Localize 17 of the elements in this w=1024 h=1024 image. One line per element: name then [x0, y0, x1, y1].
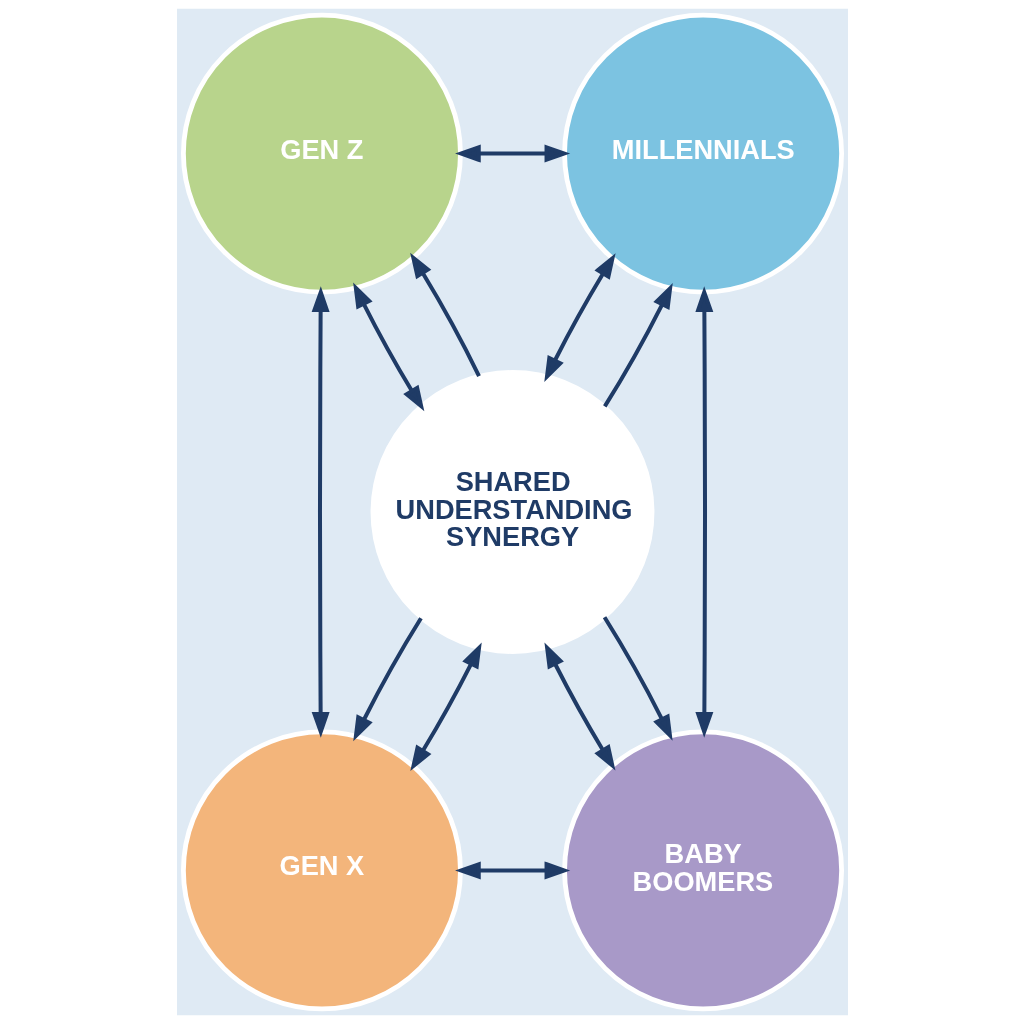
arrow [694, 286, 713, 738]
node-circle: BABY BOOMERS [561, 729, 844, 1012]
arrow [352, 617, 423, 742]
node-circle: GEN X [180, 729, 463, 1012]
arrow [454, 861, 570, 880]
arrow [409, 252, 481, 377]
node-circle: SHARED UNDERSTANDING SYNERGY [370, 370, 654, 654]
arrow [409, 642, 482, 772]
arrow [543, 642, 615, 771]
arrow [454, 144, 570, 163]
arrow [602, 616, 673, 741]
arrow [602, 283, 673, 408]
arrow [543, 253, 616, 382]
arrow [352, 282, 424, 412]
node-circle: MILLENNIALS [561, 12, 844, 295]
arrow [311, 286, 330, 738]
node-circle: GEN Z [180, 12, 463, 295]
